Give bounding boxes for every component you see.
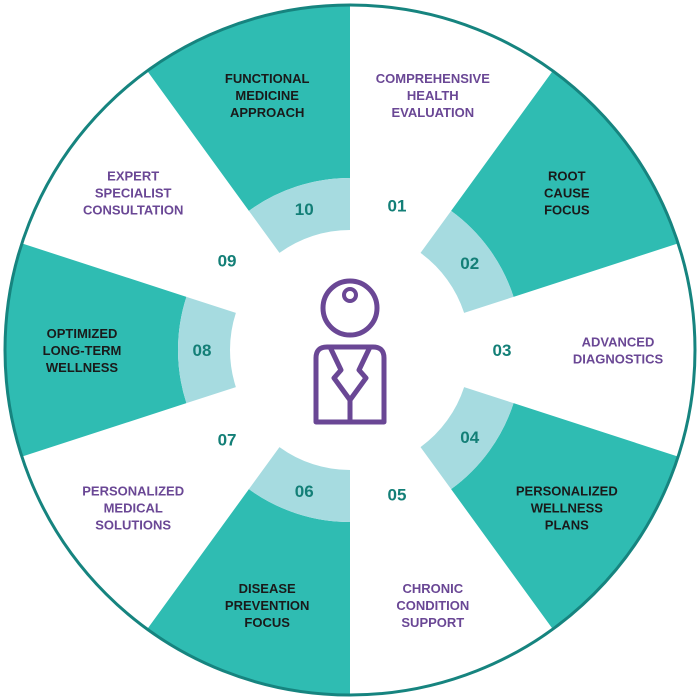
segment-02-band [420,210,514,313]
segment-label-09: EXPERT SPECIALIST CONSULTATION [83,168,183,217]
segment-label-03: ADVANCED DIAGNOSTICS [573,335,664,367]
doctor-icon [313,278,387,425]
segment-label-line: ADVANCED [582,335,655,350]
segment-06 [147,489,350,695]
segment-label-line: CAUSE [544,185,590,200]
segment-label-line: LONG-TERM [43,343,122,358]
segment-label-07: PERSONALIZED MEDICAL SOLUTIONS [82,484,184,533]
segment-number-05: 05 [388,486,407,505]
segment-label-02: ROOT CAUSE FOCUS [544,168,590,217]
segment-08-band [178,296,236,404]
segment-02 [451,70,679,297]
segment-label-line: PERSONALIZED [516,484,618,499]
segment-number-06: 06 [295,482,314,501]
segment-label-line: SUPPORT [401,615,464,630]
segment-label-line: PERSONALIZED [82,484,184,499]
segment-label-04: PERSONALIZED WELLNESS PLANS [516,484,618,533]
segment-10-band [248,178,350,253]
segment-label-line: DISEASE [239,581,296,596]
segment-10 [147,5,350,211]
segment-number-01: 01 [388,196,407,215]
segment-number-08: 08 [193,341,212,360]
segment-label-line: CONSULTATION [83,202,183,217]
segment-label-line: FUNCTIONAL [225,71,310,86]
segment-label-line: OPTIMIZED [47,326,118,341]
segment-label-line: EXPERT [107,168,159,183]
segment-label-06: DISEASE PREVENTION FOCUS [225,581,310,630]
segment-label-line: MEDICAL [104,501,163,516]
numbers-layer: 01 02 03 04 05 06 07 08 09 10 [193,196,512,504]
segment-label-line: FOCUS [544,202,590,217]
segment-label-10: FUNCTIONAL MEDICINE APPROACH [225,71,310,120]
segment-number-09: 09 [218,252,237,271]
segments-layer [4,5,679,695]
segment-label-line: SOLUTIONS [95,518,171,533]
segment-label-05: CHRONIC CONDITION SUPPORT [396,581,469,630]
segment-08 [4,243,187,457]
segment-label-line: PREVENTION [225,598,310,613]
segment-label-line: MEDICINE [235,88,299,103]
segment-label-line: SPECIALIST [95,185,172,200]
segment-label-line: WELLNESS [531,501,604,516]
segment-label-line: CONDITION [396,598,469,613]
segment-label-01: COMPREHENSIVE HEALTH EVALUATION [376,71,490,120]
segment-label-line: FOCUS [244,615,290,630]
segment-label-08: OPTIMIZED LONG-TERM WELLNESS [43,326,122,375]
segment-number-04: 04 [460,428,479,447]
segment-label-line: PLANS [545,518,589,533]
segment-04 [451,403,679,630]
wheel-rim [3,3,697,697]
segment-number-03: 03 [493,341,512,360]
segment-label-line: EVALUATION [392,105,475,120]
segment-label-line: HEALTH [407,88,459,103]
segment-label-line: WELLNESS [46,360,119,375]
segment-label-line: COMPREHENSIVE [376,71,490,86]
labels-layer: COMPREHENSIVE HEALTH EVALUATION ROOT CAUSE FO… [43,71,664,630]
segment-label-line: DIAGNOSTICS [573,352,664,367]
segment-label-line: ROOT [548,168,586,183]
segment-06-band [248,447,350,522]
segment-label-line: CHRONIC [402,581,463,596]
segment-label-line: APPROACH [230,105,304,120]
segment-04-band [420,387,514,490]
segment-number-10: 10 [295,200,314,219]
segment-number-07: 07 [218,430,237,449]
segment-number-02: 02 [460,254,479,273]
